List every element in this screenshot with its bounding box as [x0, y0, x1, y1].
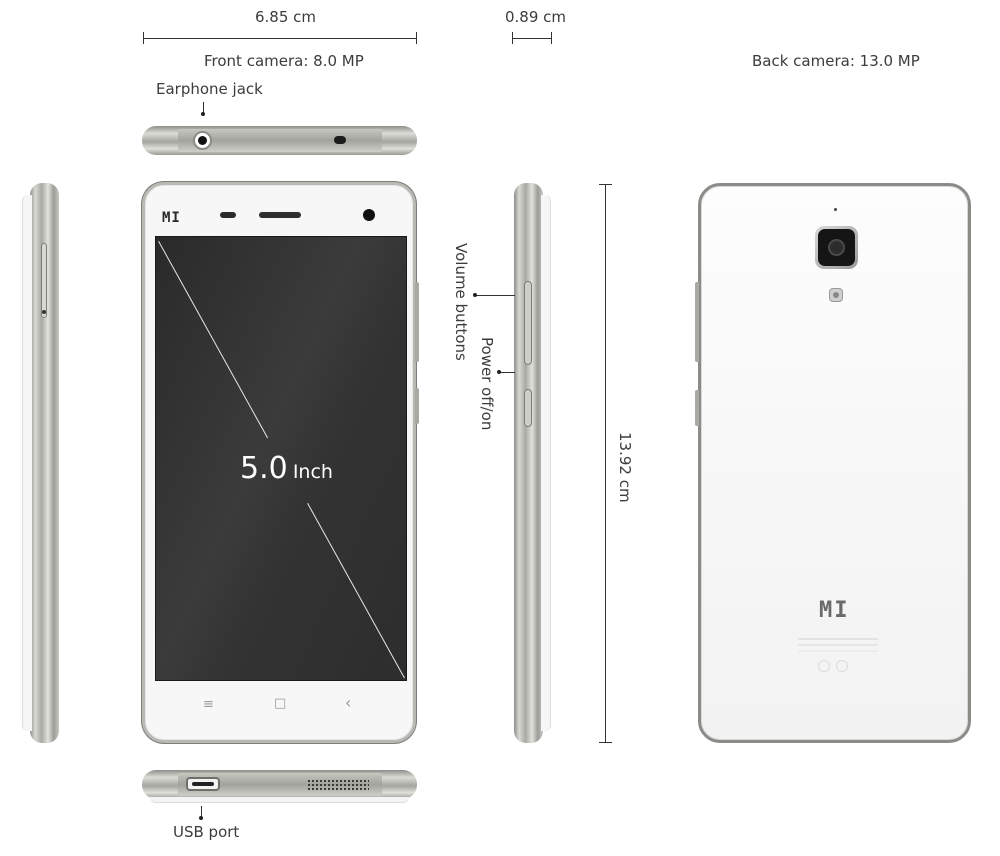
- height-dimension-line: [605, 184, 606, 743]
- front-camera-label: Front camera: 8.0 MP: [204, 52, 364, 70]
- right-side-view: [514, 183, 543, 743]
- top-mic-icon: [334, 136, 346, 144]
- front-mi-logo: MI: [162, 210, 181, 226]
- width-dimension-label: 6.85 cm: [255, 8, 317, 26]
- left-side-view: [30, 183, 59, 743]
- back-key-icon: ‹: [345, 693, 352, 712]
- height-dimension-tick-top: [599, 184, 612, 185]
- back-camera-module-icon: [815, 226, 858, 269]
- earphone-jack-pointer-dot: [201, 112, 205, 116]
- sim-eject-hole-icon: [42, 310, 46, 314]
- back-view: MI: [698, 183, 971, 743]
- back-side-button-power: [695, 390, 699, 426]
- depth-dimension-line: [512, 38, 552, 39]
- proximity-sensor-icon: [220, 212, 236, 218]
- depth-dimension-tick-right: [551, 32, 552, 44]
- height-dimension-label: 13.92 cm: [616, 432, 634, 503]
- back-camera-label: Back camera: 13.0 MP: [752, 52, 920, 70]
- earphone-jack-pointer: [203, 102, 204, 114]
- power-button-label: Power off/on: [478, 337, 496, 431]
- display-screen: 5.0 Inch: [155, 236, 407, 681]
- bottom-edge-view: [142, 770, 417, 799]
- power-button-icon: [524, 389, 532, 427]
- screen-size-value: 5.0: [240, 451, 288, 486]
- back-flash-icon: [829, 288, 843, 302]
- width-dimension-line: [143, 38, 417, 39]
- height-dimension-tick-bottom: [599, 742, 612, 743]
- back-mic-icon: [834, 208, 837, 211]
- screen-size-label: 5.0 Inch: [240, 451, 333, 486]
- usb-port-label: USB port: [173, 823, 240, 841]
- bottom-edge-white-strip: [150, 797, 409, 803]
- usb-port-icon: [186, 777, 220, 791]
- bottom-speaker-grille-icon: [307, 779, 369, 790]
- top-edge-center-band: [178, 129, 382, 152]
- width-dimension-tick-left: [143, 32, 144, 44]
- left-side-white-edge: [22, 195, 32, 731]
- power-button-pointer-dot: [497, 370, 501, 374]
- power-button-pointer: [499, 372, 515, 373]
- back-certification-icons: [818, 660, 854, 672]
- volume-buttons-pointer-dot: [473, 293, 477, 297]
- volume-buttons-pointer: [475, 295, 515, 296]
- back-mi-logo: MI: [819, 598, 850, 623]
- volume-buttons-label: Volume buttons: [452, 243, 470, 361]
- back-regulatory-marks: [798, 638, 878, 640]
- depth-dimension-tick-left: [512, 32, 513, 44]
- sim-tray-icon: [41, 243, 47, 318]
- right-side-white-edge: [541, 195, 551, 731]
- back-side-button-volume: [695, 282, 699, 362]
- bottom-edge-center-band: [178, 773, 382, 796]
- front-side-button-volume: [415, 282, 419, 362]
- screen-size-unit: Inch: [292, 461, 333, 483]
- menu-key-icon: ≡: [203, 697, 214, 712]
- depth-dimension-label: 0.89 cm: [505, 8, 567, 26]
- earphone-jack-icon: [193, 131, 212, 150]
- front-side-button-power: [415, 388, 419, 424]
- home-key-icon: □: [274, 696, 287, 711]
- top-edge-view: [142, 126, 417, 155]
- usb-port-pointer: [201, 806, 202, 818]
- earpiece-speaker-icon: [259, 212, 301, 218]
- volume-buttons-icon: [524, 281, 532, 365]
- width-dimension-tick-right: [416, 32, 417, 44]
- usb-port-pointer-dot: [199, 816, 203, 820]
- front-camera-icon: [363, 209, 375, 221]
- screen-diagonal-arrow-lower: [307, 503, 405, 679]
- earphone-jack-label: Earphone jack: [156, 80, 263, 98]
- front-view: MI 5.0 Inch ≡ □ ‹: [142, 182, 416, 743]
- screen-diagonal-arrow-upper: [158, 241, 269, 439]
